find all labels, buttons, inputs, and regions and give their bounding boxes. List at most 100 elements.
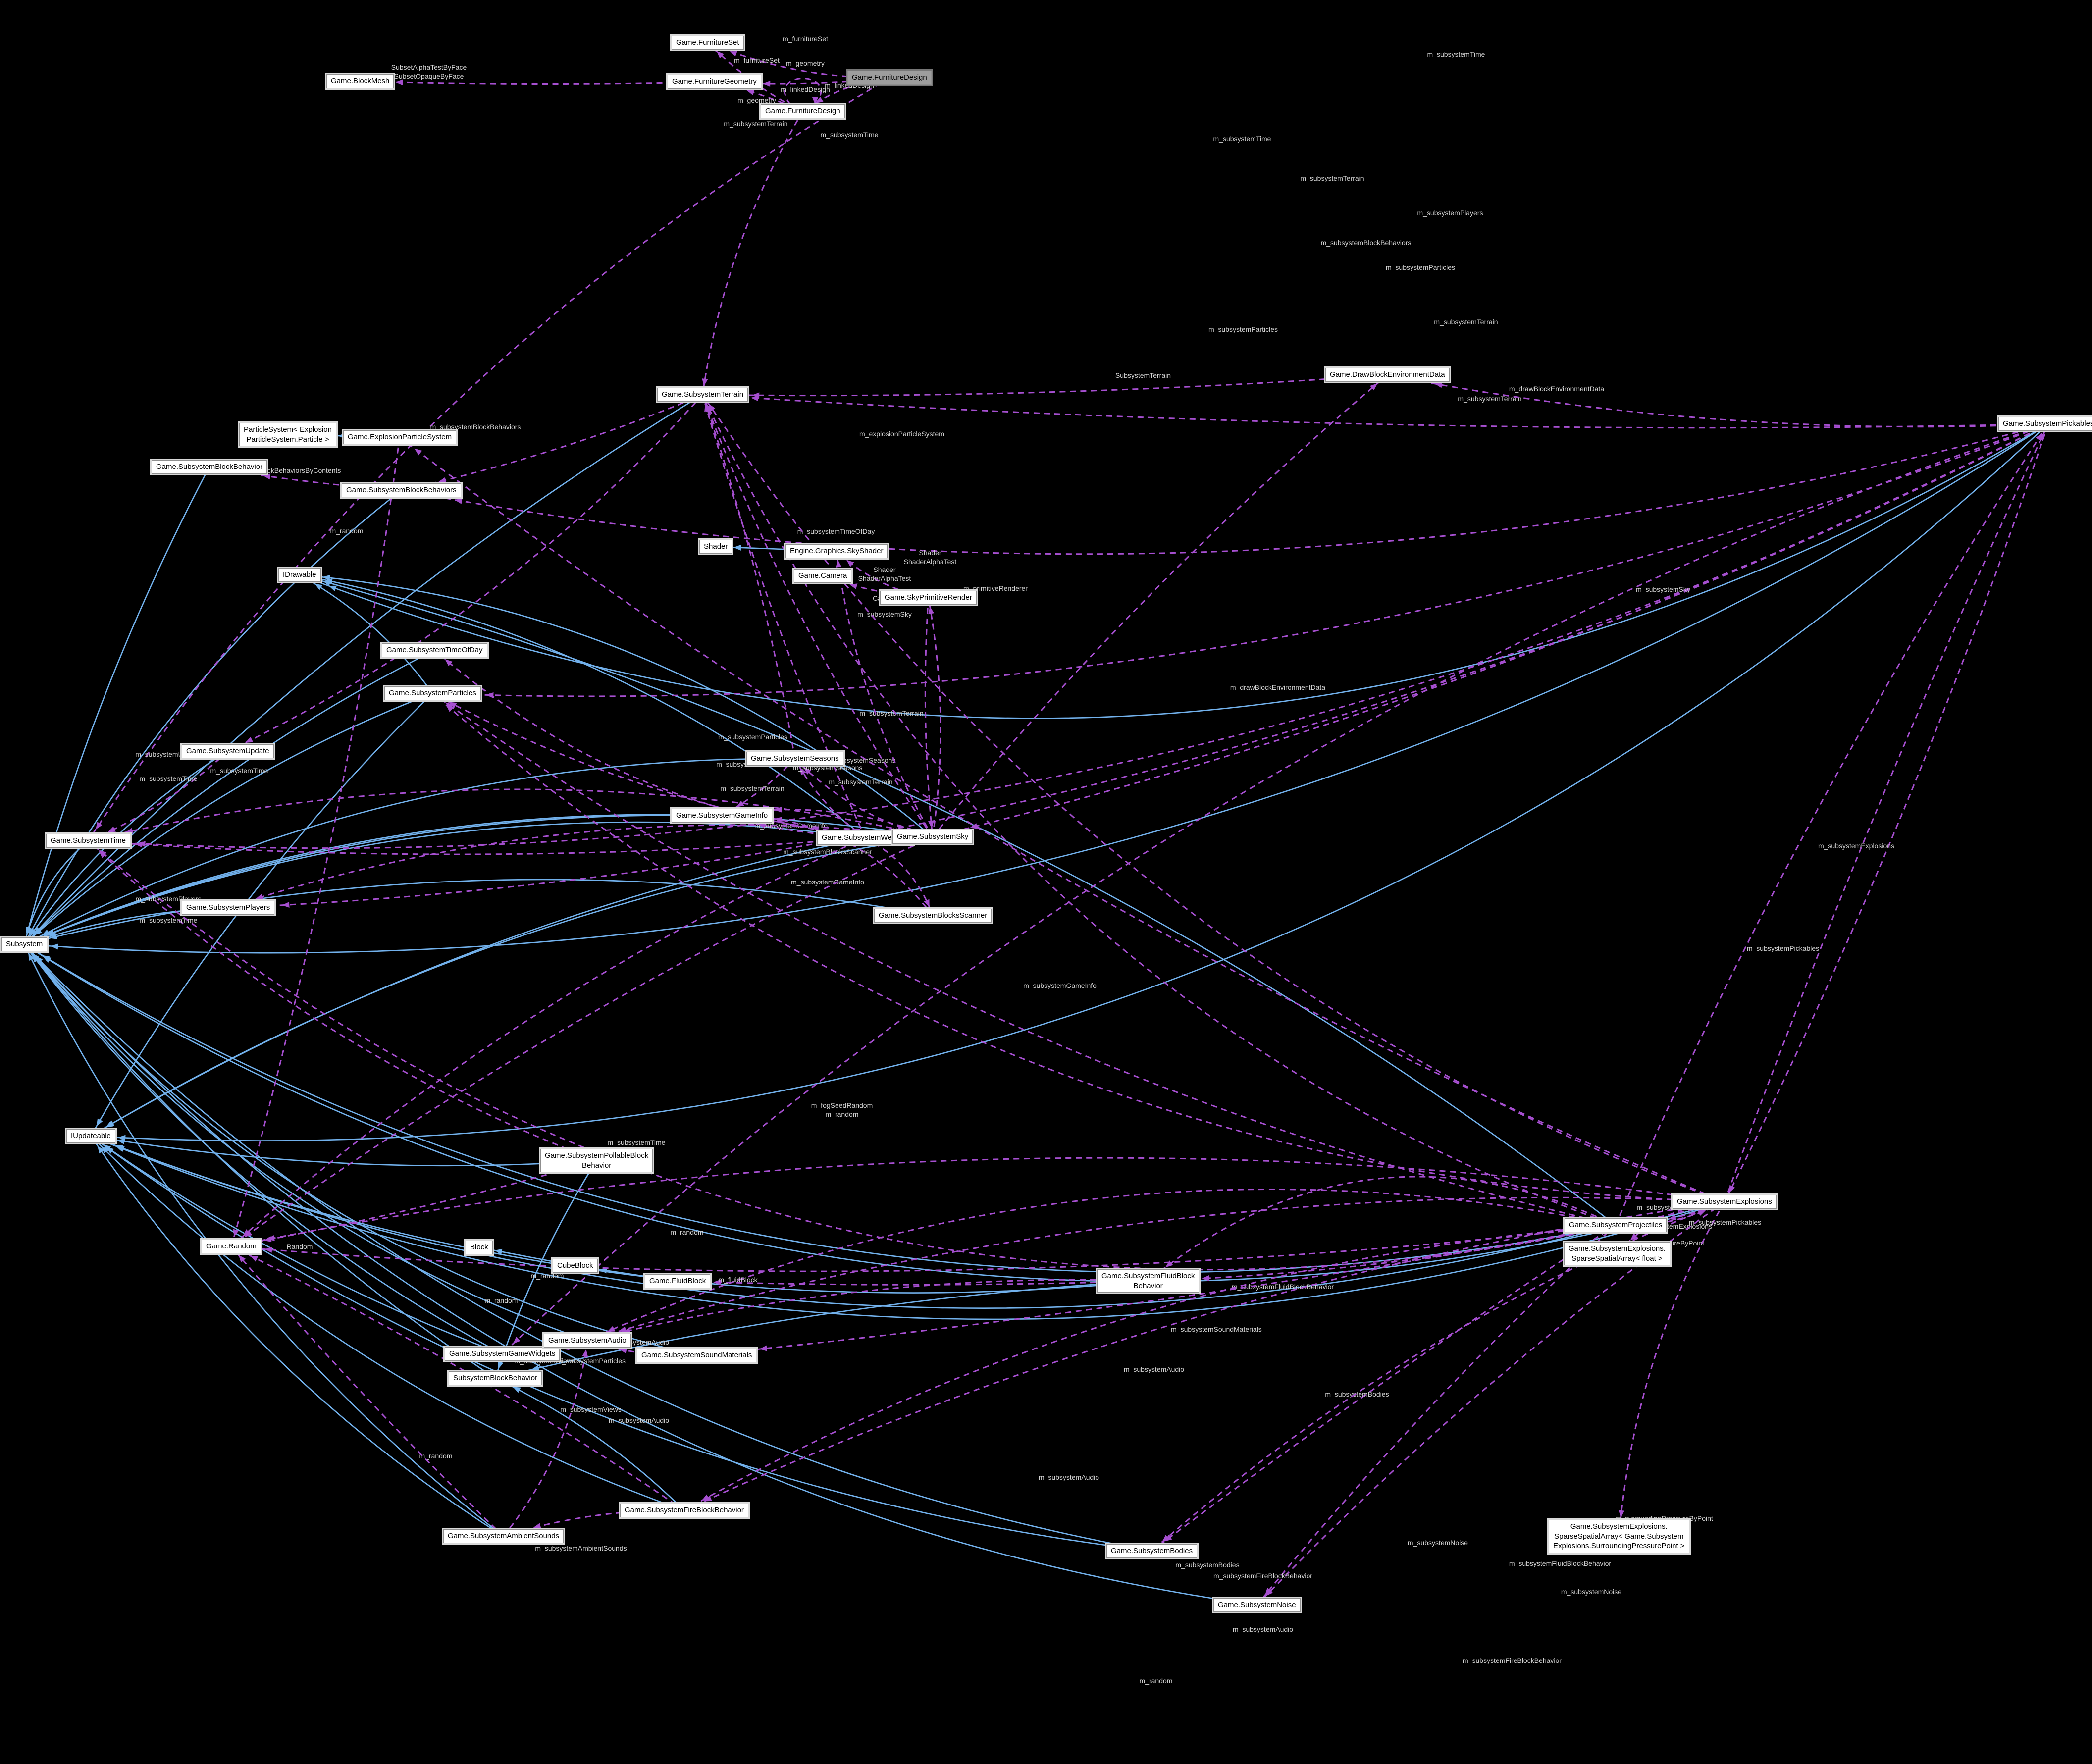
edge-label: m_subsystemPickables — [1747, 944, 1819, 952]
node-pollableBlockBehavior[interactable]: Game.SubsystemPollableBlock Behavior — [540, 1149, 653, 1172]
node-sparsePressure[interactable]: Game.SubsystemExplosions. SparseSpatialA… — [1549, 1520, 1689, 1553]
node-subsystemBlocksScanner[interactable]: Game.SubsystemBlocksScanner — [874, 909, 992, 923]
node-blockMesh[interactable]: Game.BlockMesh — [326, 74, 394, 88]
edge-label: Random — [287, 1243, 313, 1250]
node-particleSystem[interactable]: ParticleSystem< Explosion ParticleSystem… — [239, 423, 336, 446]
edge-label: m_subsystemFluidBlockBehavior — [1232, 1283, 1334, 1291]
node-gameWidgets[interactable]: Game.SubsystemGameWidgets — [445, 1347, 560, 1361]
edge-label: m_geometry — [786, 59, 825, 67]
edge-label: m_subsystemTerrain — [720, 784, 784, 792]
edge-label: m_geometry — [737, 96, 776, 104]
edge-label: m_subsystemNoise — [1561, 1588, 1621, 1596]
edge-label: m_subsystemAmbientSounds — [535, 1544, 627, 1552]
node-cubeBlock[interactable]: CubeBlock — [553, 1259, 598, 1273]
edge-label: m_subsystemSoundMaterials — [1171, 1325, 1262, 1333]
node-bodies[interactable]: Game.SubsystemBodies — [1106, 1544, 1198, 1558]
node-furnitureSet[interactable]: Game.FurnitureSet — [672, 36, 744, 50]
node-audio[interactable]: Game.SubsystemAudio — [544, 1334, 631, 1348]
edge-label: m_drawBlockEnvironmentData — [1509, 385, 1604, 393]
edge-label: m_subsystemBlockBehaviors — [1321, 239, 1412, 247]
node-subsystemTime[interactable]: Game.SubsystemTime — [46, 834, 130, 848]
edge-label: m_subsystemTerrain — [1434, 318, 1498, 326]
node-furnitureDesign[interactable]: Game.FurnitureDesign — [761, 104, 845, 118]
edge-label: m_random — [419, 1452, 453, 1460]
edge-label: m_random — [531, 1272, 564, 1280]
edge-label: m_subsystemParticles — [718, 733, 787, 741]
node-subsystemPlayers[interactable]: Game.SubsystemPlayers — [182, 901, 275, 915]
node-subsystemSky[interactable]: Game.SubsystemSky — [892, 830, 973, 844]
edge-label: m_subsystemTerrain — [1458, 395, 1521, 403]
node-subsystemBlockBehaviorGame[interactable]: Game.SubsystemBlockBehavior — [152, 460, 267, 474]
node-projectiles[interactable]: Game.SubsystemProjectiles — [1565, 1218, 1667, 1232]
edge-label: m_subsystemAudio — [1124, 1365, 1184, 1373]
node-shader[interactable]: Shader — [699, 540, 732, 554]
edge-label: m_subsystemAudio — [1233, 1625, 1293, 1633]
edge-label: m_subsystemSeasons — [826, 756, 896, 764]
node-drawBlockEnvironmentData[interactable]: Game.DrawBlockEnvironmentData — [1325, 368, 1450, 382]
node-fluidBlock[interactable]: Game.FluidBlock — [645, 1274, 711, 1288]
node-subsystemUpdate[interactable]: Game.SubsystemUpdate — [182, 744, 274, 758]
edge-label: m_subsystemFluidBlockBehavior — [1509, 1559, 1612, 1567]
edge-label: m_subsystemExplosions — [1818, 842, 1894, 850]
node-explosionParticleSystem[interactable]: Game.ExplosionParticleSystem — [343, 430, 457, 444]
edge-label: m_furnitureSet — [783, 35, 828, 43]
node-subsystemGameInfo[interactable]: Game.SubsystemGameInfo — [672, 809, 773, 823]
edge-label: m_subsystemAudio — [609, 1416, 669, 1424]
edge-label: m_subsystemBodies — [1325, 1390, 1389, 1398]
edge-label: m_furnitureSet — [734, 56, 780, 64]
node-subsystemPickables[interactable]: Game.SubsystemPickables — [1998, 417, 2092, 431]
edge-label: m_subsystemTime — [140, 916, 198, 924]
node-blockNode[interactable]: Block — [466, 1241, 493, 1254]
node-sparseFloat[interactable]: Game.SubsystemExplosions. SparseSpatialA… — [1564, 1242, 1670, 1265]
node-skyShader[interactable]: Engine.Graphics.SkyShader — [785, 544, 888, 558]
edge-label: SubsystemTerrain — [1115, 371, 1171, 379]
node-camera[interactable]: Game.Camera — [794, 569, 852, 583]
edge-label: m_subsystemBodies — [1175, 1561, 1239, 1569]
node-soundMaterials[interactable]: Game.SubsystemSoundMaterials — [637, 1349, 757, 1362]
edge-label: m_subsystemTime — [1427, 51, 1485, 58]
edge-label: m_subsystemSky — [857, 610, 912, 618]
edge-label: m_subsystemTerrain — [859, 709, 923, 717]
node-subsystem[interactable]: Subsystem — [1, 937, 48, 951]
edge-label: m_linkedDesign — [781, 85, 830, 93]
edge-label: m_subsystemTerrain — [1300, 174, 1364, 182]
edge-label: m_subsystemAudio — [1039, 1473, 1099, 1481]
node-iupdateable[interactable]: IUpdateable — [66, 1129, 115, 1143]
node-fluidBlockBehavior[interactable]: Game.SubsystemFluidBlock Behavior — [1097, 1269, 1200, 1293]
node-furnitureDesignGray[interactable]: Game.FurnitureDesign — [847, 71, 932, 85]
edge-label: m_subsystemSeasons — [793, 764, 863, 772]
edge-label: m_subsystemGameInfo — [791, 878, 864, 886]
node-furnitureGeometry[interactable]: Game.FurnitureGeometry — [668, 75, 761, 89]
node-idrawable[interactable]: IDrawable — [278, 568, 321, 582]
edge-label: m_subsystemTime — [608, 1139, 666, 1146]
edge-label: m_subsystemTerrain — [724, 120, 787, 128]
node-ambientSounds[interactable]: Game.SubsystemAmbientSounds — [443, 1529, 564, 1543]
edge-label: m_subsystemGameInfo — [1023, 982, 1097, 989]
node-fireBlockBehavior[interactable]: Game.SubsystemFireBlockBehavior — [620, 1504, 748, 1517]
edge-label: m_subsystemTime — [210, 767, 268, 775]
node-subsystemParticles[interactable]: Game.SubsystemParticles — [384, 686, 481, 700]
edge-label: m_random — [485, 1297, 518, 1304]
node-subsystemTimeOfDay[interactable]: Game.SubsystemTimeOfDay — [382, 643, 487, 657]
edge-label: m_blockBehaviorsByContents — [249, 467, 341, 474]
node-skyPrimitiveRender[interactable]: Game.SkyPrimitiveRender — [880, 591, 977, 605]
node-blockBehaviorBase[interactable]: SubsystemBlockBehavior — [449, 1371, 542, 1385]
edge-label: m_subsystemBlockBehaviors — [430, 423, 521, 431]
node-noise[interactable]: Game.SubsystemNoise — [1213, 1598, 1301, 1612]
node-explosions[interactable]: Game.SubsystemExplosions — [1673, 1195, 1777, 1209]
edge-label: m_explosionParticleSystem — [859, 430, 944, 438]
node-subsystemSeasons[interactable]: Game.SubsystemSeasons — [746, 752, 843, 766]
edge-label: m_subsystemParticles — [1386, 263, 1455, 271]
node-subsystemBlockBehaviors[interactable]: Game.SubsystemBlockBehaviors — [342, 483, 461, 497]
edge-label: m_subsystemParticles — [556, 1357, 626, 1365]
edge-label: m_subsystemTimeOfDay — [797, 527, 875, 535]
edge-label: m_subsystemPickables — [1689, 1218, 1761, 1226]
edge-label: m_subsystemTime — [821, 131, 879, 139]
node-subsystemTerrain[interactable]: Game.SubsystemTerrain — [657, 388, 748, 402]
edge-label: m_subsystemTerrain — [829, 778, 892, 786]
node-random[interactable]: Game.Random — [202, 1240, 261, 1253]
